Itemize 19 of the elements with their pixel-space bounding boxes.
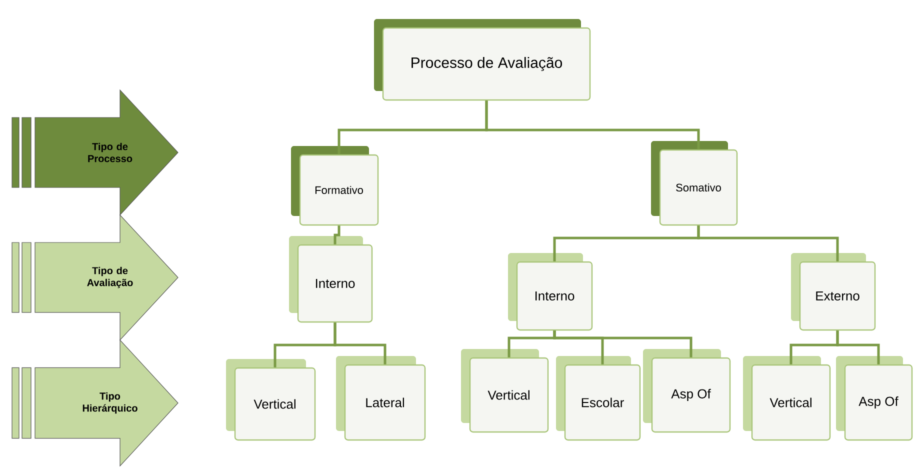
box: Asp Of [836,356,913,441]
box: Escolar [556,356,641,441]
connector-line [553,330,692,358]
connector-line [836,330,880,364]
box: Interno [289,236,373,323]
box: Vertical [226,358,316,441]
box: Somativo [651,141,738,226]
box: Externo [791,253,876,331]
connector-line [485,100,700,150]
box: Interno [508,253,593,331]
box: Formativo [291,146,379,226]
box: Vertical [743,356,831,441]
box: Vertical [461,348,549,433]
connector-line [697,226,839,262]
connector-line [334,322,386,364]
box: Processo de Avaliação [374,19,591,101]
box: Asp Of [643,348,731,433]
box: Lateral [336,356,426,441]
connector-line [334,226,340,244]
